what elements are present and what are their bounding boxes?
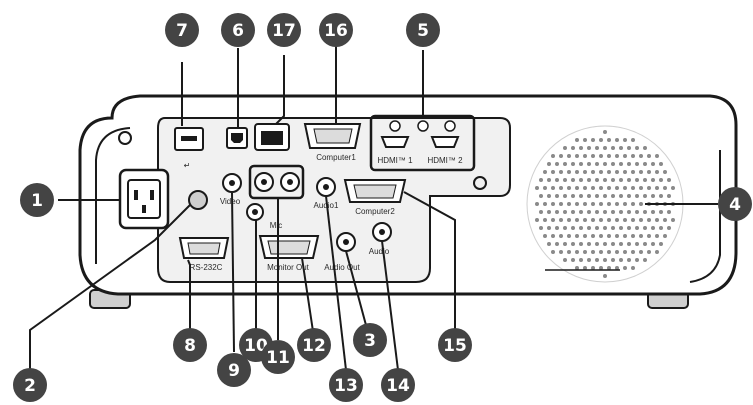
audio-lr-ports xyxy=(248,164,305,200)
mic-label: Mic xyxy=(270,221,282,230)
callout-number: 17 xyxy=(272,21,296,41)
callout-circle xyxy=(353,323,387,357)
callout-number: 16 xyxy=(324,21,348,41)
callout-number: 15 xyxy=(443,336,467,356)
callout-11: 11 xyxy=(261,340,295,374)
lan-port xyxy=(254,123,290,151)
callout-3: 3 xyxy=(353,323,387,357)
callout-circle xyxy=(718,187,752,221)
callout-12: 12 xyxy=(297,328,331,362)
callout-16: 16 xyxy=(319,13,353,47)
screw-hole xyxy=(118,131,132,145)
callout-number: 9 xyxy=(228,361,240,381)
audio-port: Audio xyxy=(369,222,392,256)
monitor-out-label: Monitor Out xyxy=(267,263,310,272)
callout-6: 6 xyxy=(221,13,255,47)
callout-1: 1 xyxy=(20,183,54,217)
computer1-port: Computer1 xyxy=(303,123,362,162)
callout-8: 8 xyxy=(173,328,207,362)
speaker-grille xyxy=(526,125,684,283)
power-inlet xyxy=(118,168,170,230)
computer2-label: Computer2 xyxy=(355,207,395,216)
callout-number: 5 xyxy=(417,21,429,41)
callout-circle xyxy=(406,13,440,47)
callout-circle xyxy=(267,13,301,47)
video-port: Video xyxy=(220,173,242,206)
usb-b-port xyxy=(226,127,248,149)
hdmi-ports: HDMI™ 1 HDMI™ 2 xyxy=(369,114,476,172)
video-label: Video xyxy=(220,197,241,206)
connector-panel xyxy=(157,117,511,283)
leader-lines xyxy=(29,46,718,385)
callout-number: 1 xyxy=(31,191,43,211)
callout-number: 2 xyxy=(24,376,36,396)
body-contour-right xyxy=(689,150,721,283)
callout-2: 2 xyxy=(13,368,47,402)
callout-5: 5 xyxy=(406,13,440,47)
callout-number: 14 xyxy=(386,376,410,396)
rs232c-label: RS-232C xyxy=(190,263,223,272)
computer1-label: Computer1 xyxy=(316,153,356,162)
rs232c-port: RS-232C xyxy=(178,237,230,272)
callout-number: 7 xyxy=(176,21,188,41)
computer2-port: Computer2 xyxy=(343,179,407,216)
usb-a-port: ↵ xyxy=(174,127,204,170)
audio-out-label: Audio Out xyxy=(324,263,360,272)
callout-circle xyxy=(217,353,251,387)
callout-9: 9 xyxy=(217,353,251,387)
callout-number: 10 xyxy=(244,336,268,356)
callout-circle xyxy=(20,183,54,217)
mic-port: Mic xyxy=(246,203,282,230)
callout-number: 4 xyxy=(729,195,741,215)
callout-17: 17 xyxy=(267,13,301,47)
callout-number: 3 xyxy=(364,331,376,351)
callout-number: 12 xyxy=(302,336,326,356)
callout-14: 14 xyxy=(381,368,415,402)
callout-number: 8 xyxy=(184,336,196,356)
callout-circle xyxy=(297,328,331,362)
remote-receiver xyxy=(188,190,208,210)
callout-number: 6 xyxy=(232,21,244,41)
svg-text:↵: ↵ xyxy=(184,161,191,170)
body-contour-left xyxy=(95,127,131,264)
callout-circle xyxy=(13,368,47,402)
callout-15: 15 xyxy=(438,328,472,362)
callout-13: 13 xyxy=(329,368,363,402)
audio-label: Audio xyxy=(369,247,390,256)
hdmi1-label: HDMI™ 1 xyxy=(377,156,413,165)
callout-circle xyxy=(329,368,363,402)
callout-circle xyxy=(319,13,353,47)
callout-circle xyxy=(381,368,415,402)
callout-7: 7 xyxy=(165,13,199,47)
callout-circle xyxy=(261,340,295,374)
screw-hole xyxy=(473,176,487,190)
callout-circle xyxy=(438,328,472,362)
callout-number: 13 xyxy=(334,376,358,396)
callout-circle xyxy=(221,13,255,47)
callout-number: 11 xyxy=(266,348,290,368)
callout-circle xyxy=(165,13,199,47)
callout-circle xyxy=(173,328,207,362)
callout-4: 4 xyxy=(718,187,752,221)
hdmi2-label: HDMI™ 2 xyxy=(427,156,463,165)
